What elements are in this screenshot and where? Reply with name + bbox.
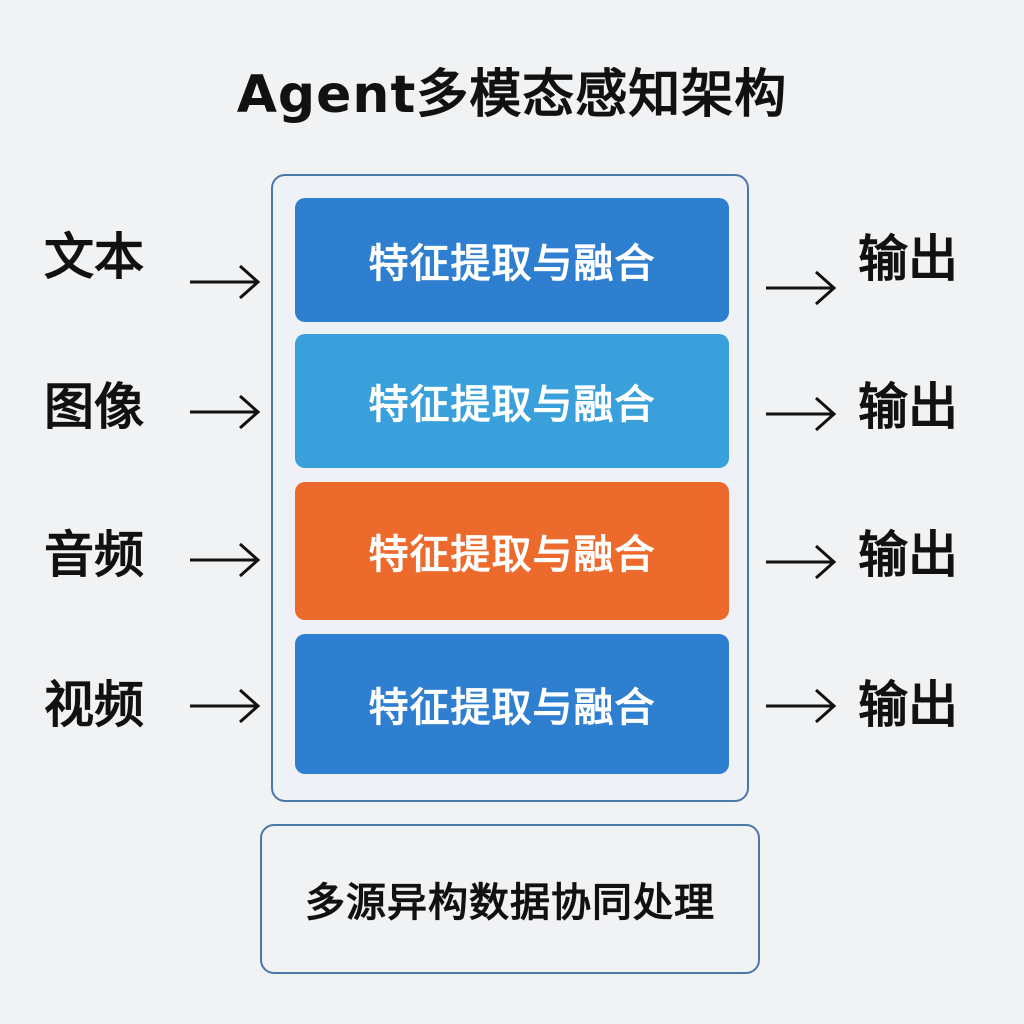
input-label-text: 文本 [44,228,144,286]
output-arrow-icon [766,688,837,724]
output-label: 输出 [858,378,958,436]
feature-block-image: 特征提取与融合 [295,334,729,468]
output-label: 输出 [858,526,958,584]
footer-label: 多源异构数据协同处理 [305,880,715,926]
input-arrow-icon [190,394,261,430]
diagram-title: Agent多模态感知架构 [236,65,788,125]
output-arrow-icon [766,270,837,306]
input-label-audio: 音频 [44,526,144,584]
collaborative-processing-box: 多源异构数据协同处理 [260,824,760,974]
processing-container: 特征提取与融合 特征提取与融合 特征提取与融合 特征提取与融合 [271,174,749,802]
output-arrow-icon [766,396,837,432]
feature-block-video: 特征提取与融合 [295,634,729,774]
input-label-image: 图像 [44,378,144,436]
input-arrow-icon [190,542,261,578]
input-label-video: 视频 [44,676,144,734]
feature-block-audio: 特征提取与融合 [295,482,729,620]
output-label: 输出 [858,676,958,734]
input-arrow-icon [190,264,261,300]
output-label: 输出 [858,230,958,288]
input-arrow-icon [190,688,261,724]
feature-block-text: 特征提取与融合 [295,198,729,322]
output-arrow-icon [766,544,837,580]
